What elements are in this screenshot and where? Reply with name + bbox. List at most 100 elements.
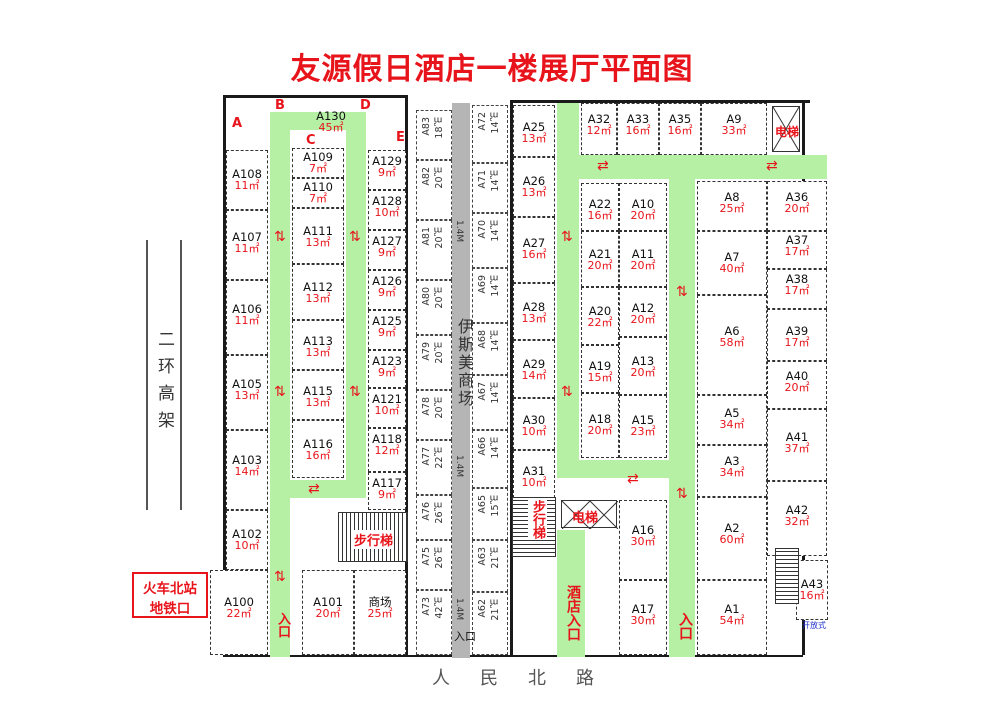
elevator-east-icon [562,501,618,529]
road-left-label: 二环高架 [154,330,174,438]
elevator-east-label: 电梯 [572,511,599,526]
elevator-top: 电梯 [772,106,800,152]
road-left-line-2 [180,240,182,510]
arrow-west-6: ⇄ [308,481,320,497]
metro-label-2: 地铁口 [149,601,191,617]
wall-mid [510,100,513,655]
letter-C: C [306,133,316,148]
arrow-west-1: ⇅ [274,229,286,245]
letter-A: A [232,116,243,131]
entrance-east: 入口 [677,612,693,640]
corridor-east-left [557,103,579,477]
corridor-west-top [270,112,366,130]
letter-B: B [275,98,285,113]
wall-east-top [510,100,810,103]
